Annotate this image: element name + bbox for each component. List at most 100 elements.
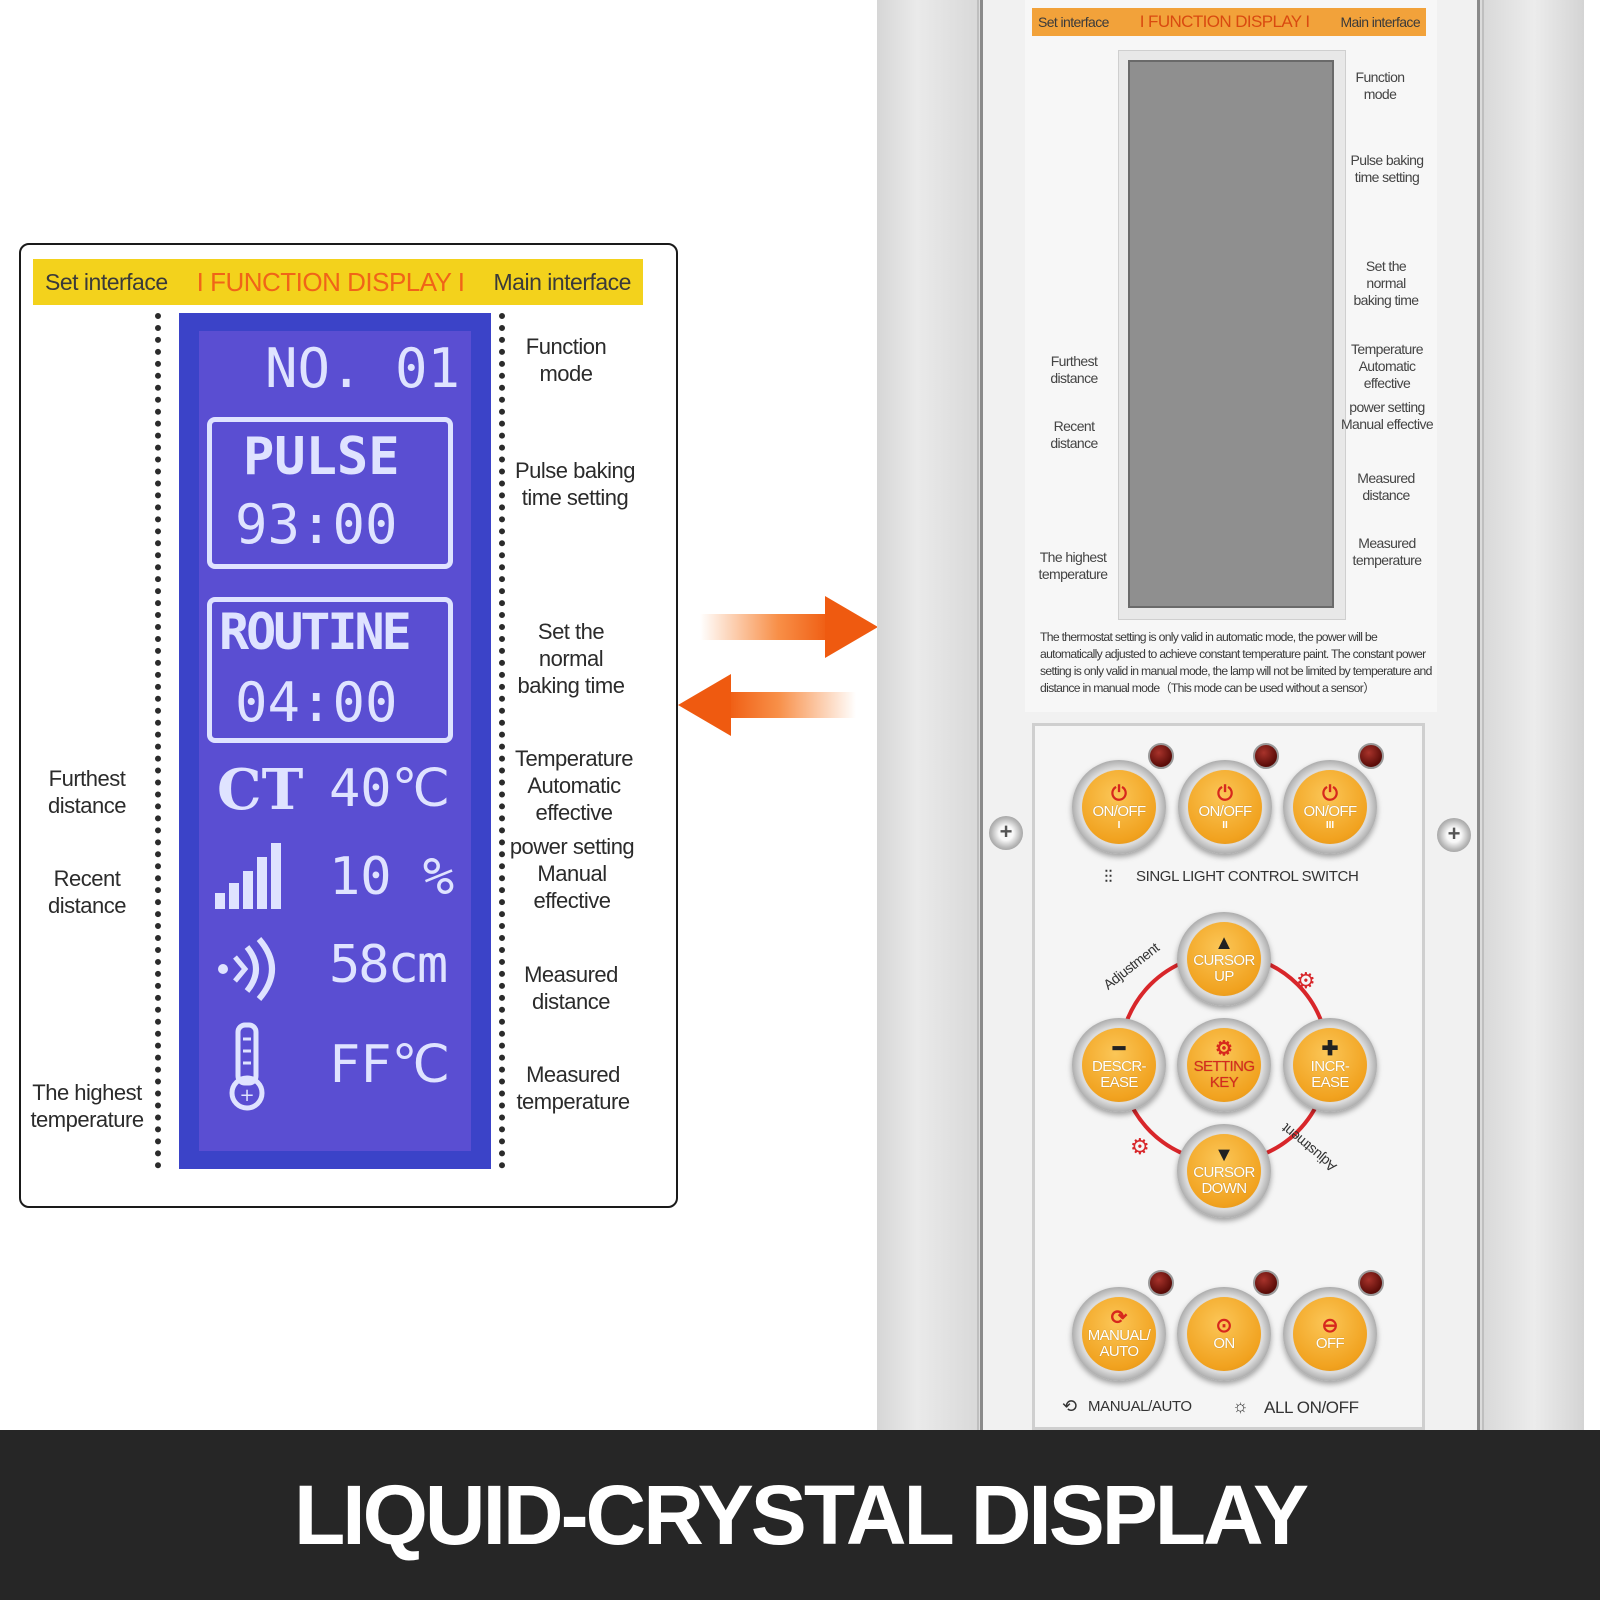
zoom-label-function-mode: Function mode — [525, 334, 607, 386]
triangle-up-icon: ▲ — [1214, 932, 1234, 954]
zoom-panel: Set interface I FUNCTION DISPLAY I Main … — [19, 243, 678, 1208]
zoom-label-temp-auto: Temperature Automatic effective — [514, 746, 634, 825]
lcd-screen: NO. 01 PULSE 93:00 ROUTINE 04:00 CT 40℃ … — [179, 313, 491, 1169]
lcd-ct-label: CT — [217, 757, 304, 823]
indicator-led-3 — [1358, 743, 1384, 769]
lcd-routine-label: ROUTINE — [219, 603, 412, 661]
signal-bars-icon — [215, 843, 281, 909]
on-button[interactable]: ⊙ ON — [1177, 1287, 1271, 1381]
zoom-label-measured-temperature: Measured temperature — [516, 1062, 630, 1114]
screw-left — [989, 816, 1023, 850]
zoom-header-set-interface: Set interface — [45, 268, 168, 295]
onoff-1-label: ON/OFF — [1092, 802, 1146, 820]
plus-icon: ✚ — [1321, 1038, 1339, 1060]
onoff-3-label: ON/OFF — [1303, 802, 1357, 820]
minus-icon: ━ — [1112, 1038, 1126, 1060]
banner-title: LIQUID-CRYSTAL DISPLAY — [293, 1467, 1309, 1562]
indicator-led-1 — [1148, 743, 1174, 769]
indicator-led-5 — [1253, 1270, 1279, 1296]
device-lcd-screen — [1128, 60, 1334, 608]
sensor-wave-icon — [218, 937, 275, 1001]
power-icon: ⏻ — [1322, 782, 1338, 805]
zoom-label-recent-distance: Recent distance — [48, 866, 126, 918]
power-icon: ⏻ — [1111, 782, 1127, 805]
device-label-measured-distance: Measured distance — [1357, 470, 1415, 503]
device-label-pulse-baking: Pulse baking time setting — [1350, 152, 1425, 185]
zoom-label-measured-distance: Measured distance — [524, 962, 618, 1014]
gear-icon: ⚙ — [1130, 1134, 1150, 1159]
device-header-bar: Set interface I FUNCTION DISPLAY I Main … — [1032, 8, 1426, 36]
onoff-3-sub: III — [1325, 819, 1335, 831]
device-label-measured-temperature: Measured temperature — [1352, 535, 1422, 568]
lcd-pulse-box — [207, 417, 453, 569]
on-icon: ⊙ — [1215, 1315, 1233, 1337]
zoom-header-main-interface: Main interface — [493, 268, 632, 295]
device-label-recent-distance: Recent distance — [1050, 418, 1098, 451]
svg-text:+: + — [239, 1085, 254, 1106]
manual-auto-label: MANUAL/ AUTO — [1087, 1327, 1151, 1360]
left-dotted-divider — [155, 313, 161, 1169]
single-light-control-label: SINGL LIGHT CONTROL SWITCH — [1136, 868, 1359, 885]
device-header-function-display: I FUNCTION DISPLAY I — [1139, 12, 1310, 31]
increase-button[interactable]: ✚ INCR- EASE — [1283, 1018, 1377, 1112]
decrease-button[interactable]: ━ DESCR- EASE — [1072, 1018, 1166, 1112]
cursor-down-button[interactable]: ▼ CURSOR DOWN — [1177, 1124, 1271, 1218]
device-label-highest-temperature: The highest temperature — [1038, 549, 1108, 582]
cursor-down-label: CURSOR DOWN — [1193, 1164, 1255, 1197]
setting-key-button[interactable]: ⚙ SETTING KEY — [1177, 1018, 1271, 1112]
indicator-led-4 — [1148, 1270, 1174, 1296]
cycle-icon: ⟳ — [1110, 1307, 1128, 1329]
zoom-label-furthest-distance: Furthest distance — [48, 766, 126, 818]
decrease-label: DESCR- EASE — [1092, 1058, 1147, 1091]
arrow-left-icon — [678, 674, 856, 736]
lcd-mode-number: NO. 01 — [265, 337, 461, 400]
lcd-pulse-time: 93:00 — [235, 493, 398, 556]
device-label-normal-baking: Set the normal baking time — [1353, 258, 1420, 308]
onoff-3-button[interactable]: ⏻ ON/OFF III — [1283, 760, 1377, 854]
zoom-header-bar: Set interface I FUNCTION DISPLAY I Main … — [33, 259, 643, 305]
lcd-ct-value: 40℃ — [329, 759, 451, 819]
increase-label: INCR- EASE — [1310, 1058, 1350, 1091]
on-label: ON — [1213, 1335, 1235, 1352]
manual-auto-caption: MANUAL/AUTO — [1088, 1398, 1192, 1415]
setting-key-label: SETTING KEY — [1193, 1058, 1255, 1091]
onoff-1-button[interactable]: ⏻ ON/OFF I — [1072, 760, 1166, 854]
onoff-2-sub: II — [1222, 819, 1228, 831]
zoom-label-power-manual: power setting Manual effective — [509, 834, 635, 913]
zoom-label-normal-baking: Set the normal baking time — [517, 619, 625, 698]
device-left-rail — [877, 0, 979, 1430]
manual-auto-button[interactable]: ⟳ MANUAL/ AUTO — [1072, 1287, 1166, 1381]
mode-note: The thermostat setting is only valid in … — [1040, 630, 1432, 695]
device-label-function-mode: Function mode — [1355, 69, 1406, 102]
onoff-2-label: ON/OFF — [1198, 802, 1252, 820]
cursor-up-label: CURSOR UP — [1193, 952, 1255, 985]
off-label: OFF — [1315, 1335, 1345, 1352]
sliders-icon: ⫶⫶ — [1104, 867, 1113, 887]
device-label-power-manual: power setting Manual effective — [1340, 399, 1434, 432]
lcd-power-value: 10 % — [329, 847, 455, 907]
onoff-2-button[interactable]: ⏻ ON/OFF II — [1178, 760, 1272, 854]
power-icon: ⏻ — [1217, 782, 1233, 805]
indicator-led-6 — [1358, 1270, 1384, 1296]
off-button[interactable]: ⊖ OFF — [1283, 1287, 1377, 1381]
lcd-routine-time: 04:00 — [235, 671, 398, 734]
zoom-header-function-display: I FUNCTION DISPLAY I — [196, 266, 465, 297]
lcd-routine-box — [207, 597, 453, 743]
off-icon: ⊖ — [1321, 1315, 1339, 1337]
bottom-banner: LIQUID-CRYSTAL DISPLAY — [0, 1430, 1600, 1600]
sun-icon: ☼ — [1232, 1396, 1249, 1416]
lcd-pulse-label: PULSE — [243, 427, 400, 487]
lcd-temp-value: FF℃ — [329, 1035, 451, 1095]
screw-right — [1437, 818, 1471, 852]
onoff-1-sub: I — [1117, 819, 1121, 831]
gear-icon: ⚙ — [1296, 968, 1316, 993]
device-label-temp-auto: Temperature Automatic effective — [1351, 341, 1424, 391]
indicator-led-2 — [1253, 743, 1279, 769]
arrow-right-icon — [700, 596, 878, 658]
all-onoff-caption: ALL ON/OFF — [1264, 1398, 1359, 1417]
zoom-label-highest-temperature: The highest temperature — [30, 1080, 144, 1132]
lcd-inner-area: NO. 01 PULSE 93:00 ROUTINE 04:00 CT 40℃ … — [199, 331, 471, 1151]
device-header-main-interface: Main interface — [1340, 14, 1420, 30]
right-dotted-divider — [499, 313, 505, 1169]
cursor-up-button[interactable]: ▲ CURSOR UP — [1177, 912, 1271, 1006]
